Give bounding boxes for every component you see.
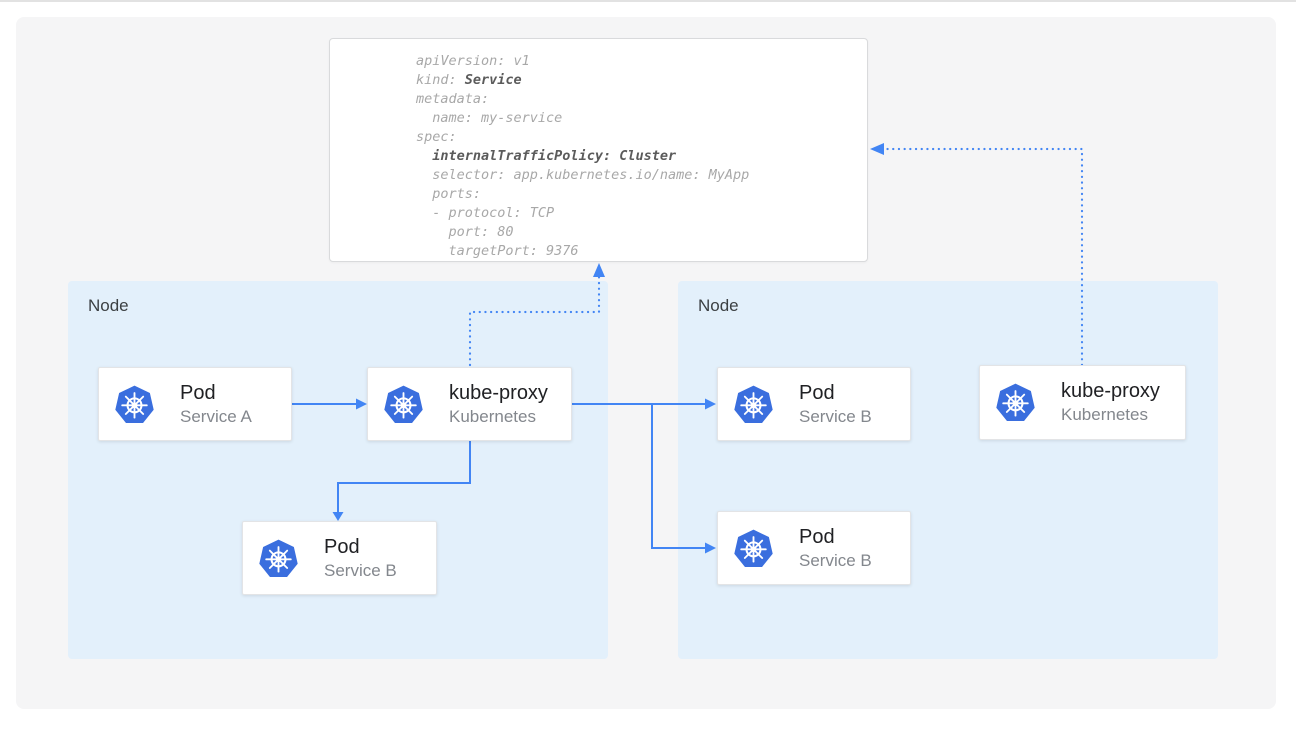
card-pod-service-b-right-top: Pod Service B	[717, 367, 911, 441]
card-title: kube-proxy	[449, 381, 548, 404]
kubernetes-icon	[734, 529, 773, 567]
card-subtitle: Kubernetes	[1061, 405, 1148, 424]
card-subtitle: Kubernetes	[449, 406, 536, 426]
card-subtitle: Service A	[180, 406, 252, 426]
card-subtitle: Service B	[799, 550, 872, 570]
card-subtitle: Service B	[799, 406, 872, 426]
card-kube-proxy-right: kube-proxy Kubernetes	[979, 365, 1186, 440]
node-label: Node	[698, 296, 739, 315]
kubernetes-icon	[259, 539, 298, 577]
card-title: kube-proxy	[1061, 380, 1160, 402]
card-pod-service-b-left: Pod Service B	[242, 521, 437, 595]
card-title: Pod	[324, 535, 360, 558]
card-pod-service-b-right-bottom: Pod Service B	[717, 511, 911, 585]
card-subtitle: Service B	[324, 560, 397, 580]
node-panel-right: Node	[678, 281, 1218, 659]
node-panel-left: Node	[68, 281, 608, 659]
kubernetes-icon	[115, 385, 154, 423]
window-top-divider	[0, 0, 1296, 2]
kubernetes-icon	[384, 385, 423, 423]
node-label: Node	[88, 296, 129, 315]
card-title: Pod	[799, 381, 835, 404]
kubernetes-icon	[996, 383, 1035, 422]
card-title: Pod	[180, 381, 216, 404]
card-kube-proxy-left: kube-proxy Kubernetes	[367, 367, 572, 441]
card-title: Pod	[799, 525, 835, 548]
card-pod-service-a: Pod Service A	[98, 367, 292, 441]
kubernetes-icon	[734, 385, 773, 423]
